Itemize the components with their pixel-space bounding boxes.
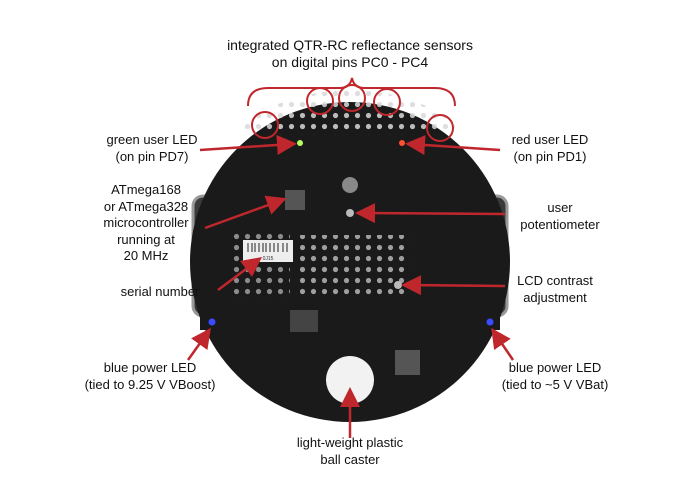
ball-caster	[326, 356, 374, 404]
label-line: ball caster	[320, 451, 380, 467]
green-led	[297, 140, 303, 146]
label-line: blue power LED	[508, 360, 602, 375]
label-line: or ATmega328	[103, 198, 189, 214]
lcd-contrast-pot	[394, 281, 402, 289]
blue-led-right-label: blue power LED (tied to ~5 V VBat)	[502, 360, 609, 393]
arrow-blue-left	[186, 327, 211, 361]
label-line: ATmega168	[111, 182, 181, 197]
microcontroller-chip	[285, 190, 305, 210]
label-line: user	[547, 200, 573, 215]
label-line: (tied to ~5 V VBat)	[501, 376, 609, 392]
label-line: (on pin PD7)	[115, 148, 189, 164]
arrow-blue-right	[491, 327, 515, 361]
blue-led-left-label: blue power LED (tied to 9.25 V VBoost)	[85, 360, 216, 393]
caster-label: light-weight plastic ball caster	[297, 435, 403, 468]
label-line: running at	[117, 231, 175, 247]
arrow-serial	[217, 257, 262, 291]
arrow-pot	[355, 203, 506, 224]
label-line: microcontroller	[103, 215, 189, 230]
red-led	[399, 140, 405, 146]
label-line: 20 MHz	[123, 248, 169, 263]
arrow-mcu	[204, 195, 287, 230]
label-line: serial number	[120, 284, 200, 299]
sensor-circles	[251, 84, 454, 142]
sensor-label-line: on digital pins PC0 - PC4	[271, 53, 429, 70]
red-led-label: red user LED (on pin PD1)	[512, 132, 589, 165]
serial-sticker-text: 0J15	[263, 256, 274, 262]
label-line: (on pin PD1)	[513, 148, 587, 164]
label-line: blue power LED	[103, 360, 197, 375]
label-line: green user LED	[106, 132, 198, 147]
label-line: red user LED	[511, 132, 589, 147]
sensor-label-line: integrated QTR-RC reflectance sensors	[227, 37, 473, 53]
sensor-brace	[247, 77, 456, 107]
label-line: potentiometer	[520, 216, 600, 232]
green-led-label: green user LED (on pin PD7)	[106, 132, 197, 165]
arrow-green-led	[199, 134, 297, 155]
arrow-red-led	[405, 135, 501, 155]
label-line: light-weight plastic	[296, 435, 404, 450]
pot-label: user potentiometer	[520, 200, 600, 233]
mcu-label: ATmega168 or ATmega328 microcontroller r…	[103, 182, 188, 265]
label-line: adjustment	[523, 289, 587, 305]
serial-label: serial number	[121, 284, 200, 301]
label-line: LCD contrast	[517, 273, 593, 288]
sensor-label: integrated QTR-RC reflectance sensors on…	[227, 37, 473, 70]
blue-led-right	[486, 318, 494, 326]
label-line: (tied to 9.25 V VBoost)	[84, 376, 216, 392]
potentiometer	[346, 209, 354, 217]
arrow-lcd	[401, 275, 506, 296]
blue-led-left	[208, 318, 216, 326]
lcd-label: LCD contrast adjustment	[517, 273, 593, 306]
